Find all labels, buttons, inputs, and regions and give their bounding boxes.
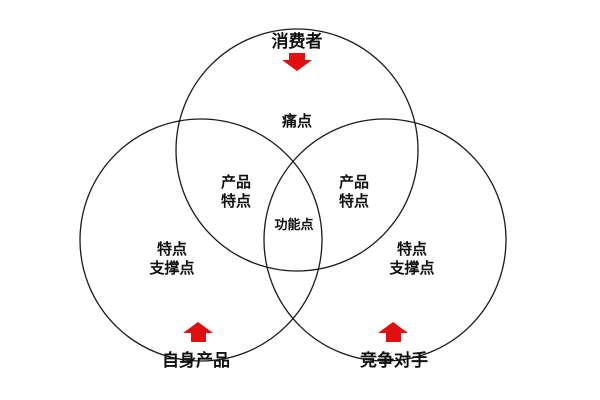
pain-point-label: 痛点 [281,112,312,130]
left-overlap-label-line1: 产品 [221,173,251,191]
left-support-label-line1: 特点 [157,240,187,258]
right-support-label-line2: 支撑点 [388,259,434,277]
own-product-circle [79,118,323,362]
own-product-arrow-icon [183,322,213,342]
left-support-label-line2: 支撑点 [148,259,194,277]
right-overlap-label-line2: 特点 [339,192,369,210]
competitor-circle [263,118,507,362]
own-product-label: 自身产品 [162,350,230,371]
competitor-label: 竞争对手 [360,350,428,371]
consumer-arrow-icon [282,53,312,71]
center-function-label: 功能点 [274,217,313,233]
right-overlap-label-line1: 产品 [339,173,369,191]
left-overlap-label-line2: 特点 [221,192,251,210]
right-support-label-line1: 特点 [397,240,427,258]
consumer-circle [175,28,419,272]
competitor-arrow-icon [378,322,408,342]
consumer-label: 消费者 [272,31,323,52]
